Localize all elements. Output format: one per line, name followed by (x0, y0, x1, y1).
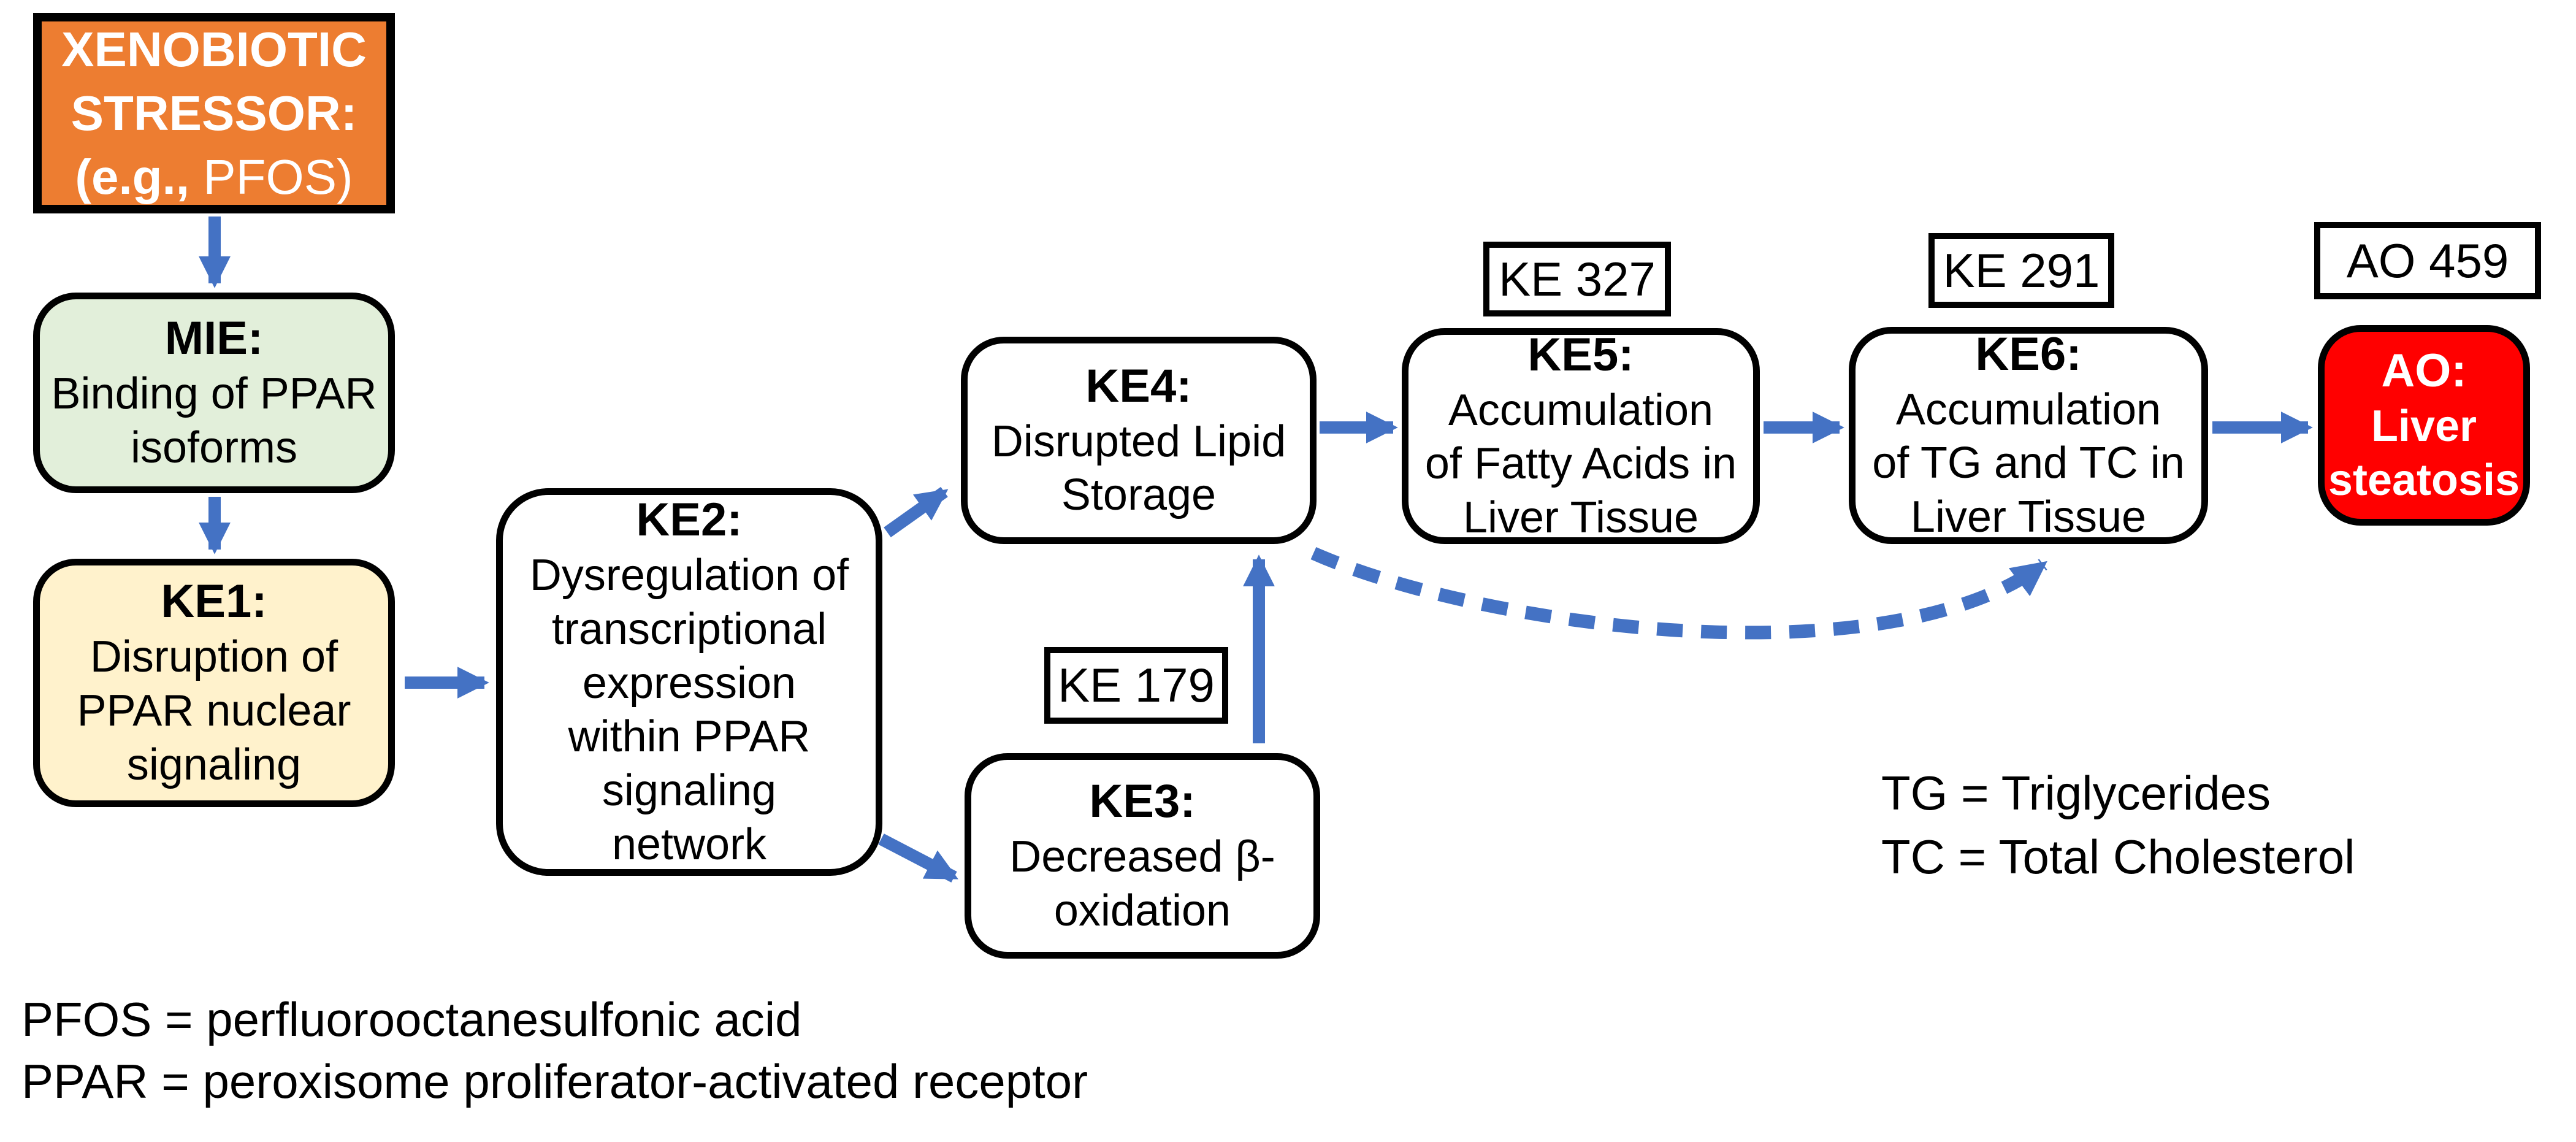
node-heading: KE1: (161, 575, 267, 628)
ref-label-ao459: AO 459 (2314, 222, 2541, 299)
node-body: Disruption of PPAR nuclear signaling (77, 632, 351, 789)
node-ke1: KE1: Disruption of PPAR nuclear signalin… (33, 559, 395, 807)
node-ke6: KE6: Accumulation of TG and TC in Liver … (1849, 327, 2208, 544)
arrow-ke2-to-ke3 (878, 834, 958, 883)
node-body: Disrupted Lipid Storage (991, 416, 1286, 520)
arrow-ke2-to-ke4 (884, 486, 949, 538)
node-heading: XENOBIOTIC STRESSOR: (61, 21, 367, 140)
node-heading: KE2: (636, 494, 743, 546)
ref-label-ke291: KE 291 (1928, 233, 2114, 308)
stressor-body-regular: PFOS) (203, 149, 353, 204)
node-ke5: KE5: Accumulation of Fatty Acids in Live… (1402, 328, 1760, 544)
ref-label-ke179: KE 179 (1044, 647, 1228, 724)
node-heading: KE3: (1089, 775, 1196, 828)
node-heading: KE5: (1527, 328, 1634, 381)
node-heading: MIE: (164, 312, 264, 365)
node-body: Decreased β- oxidation (1009, 832, 1275, 935)
node-body: Dysregulation of transcriptional express… (529, 550, 849, 870)
footnote-pfos: PFOS = perfluorooctanesulfonic acid (21, 992, 802, 1046)
legend: TG = Triglycerides TC = Total Cholestero… (1881, 762, 2355, 889)
node-ke4: KE4: Disrupted Lipid Storage (961, 337, 1317, 544)
node-heading: AO: (2381, 345, 2467, 397)
stressor-body-bold: (e.g., (75, 149, 189, 204)
footnotes: PFOS = perfluorooctanesulfonic acid PPAR… (21, 989, 1088, 1113)
node-body: Accumulation of Fatty Acids in Liver Tis… (1424, 385, 1737, 543)
dashed-arrow-ke4-to-ke6 (1310, 546, 2047, 640)
legend-tc: TC = Total Cholesterol (1881, 829, 2355, 884)
node-ao: AO: Liver steatosis (2318, 325, 2530, 526)
node-ke2: KE2: Dysregulation of transcriptional ex… (496, 488, 882, 876)
node-body: (e.g., PFOS) (75, 145, 353, 209)
footnote-ppar: PPAR = peroxisome proliferator-activated… (21, 1054, 1088, 1109)
legend-tg: TG = Triglycerides (1881, 766, 2271, 820)
node-body: Binding of PPAR isoforms (51, 369, 377, 472)
node-ke3: KE3: Decreased β- oxidation (965, 753, 1320, 959)
node-xenobiotic-stressor: XENOBIOTIC STRESSOR: (e.g., PFOS) (33, 13, 395, 213)
node-mie: MIE: Binding of PPAR isoforms (33, 293, 395, 493)
node-heading: KE6: (1975, 328, 2082, 380)
ref-label-ke327: KE 327 (1483, 242, 1671, 316)
node-heading: KE4: (1085, 359, 1192, 412)
node-body: Liver steatosis (2328, 402, 2520, 505)
node-body: Accumulation of TG and TC in Liver Tissu… (1872, 385, 2185, 542)
